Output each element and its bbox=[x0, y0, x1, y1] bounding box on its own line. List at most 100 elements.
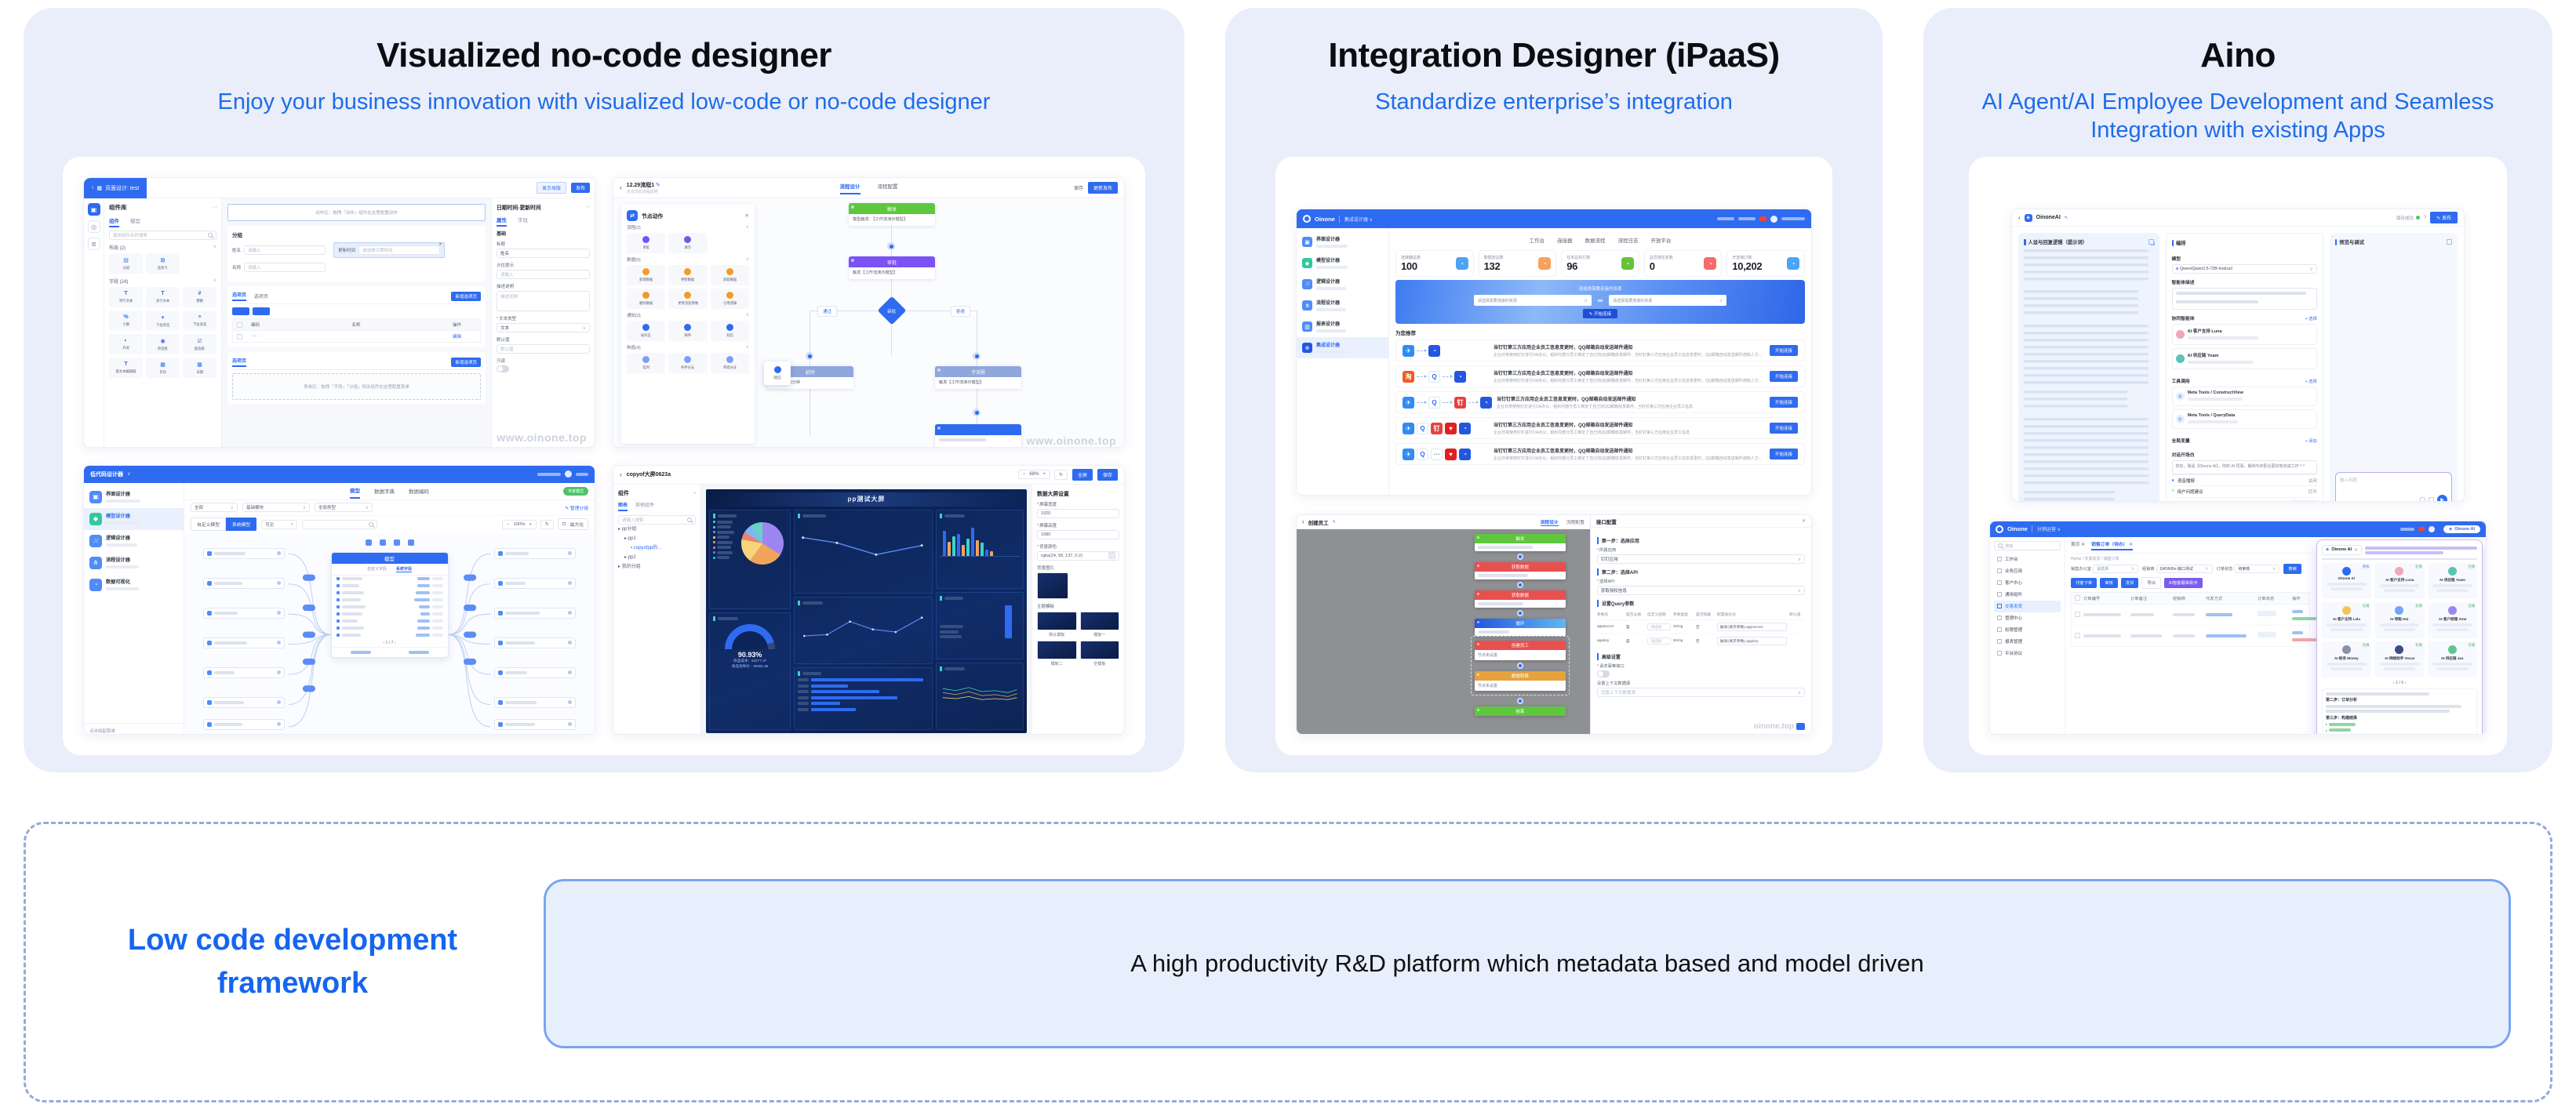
palette-node-item[interactable]: 新增数据 bbox=[627, 265, 666, 285]
prop-placeholder-input[interactable]: 请输入 bbox=[497, 270, 590, 279]
tab-model[interactable]: 模型 bbox=[350, 483, 360, 499]
subflow-node[interactable]: 子流程 触发【工作流演示模型】 bbox=[935, 366, 1021, 390]
edit-icon[interactable]: ✎ bbox=[656, 183, 660, 188]
component-item[interactable]: ▾ 下拉单选 bbox=[146, 311, 180, 331]
palette-node-item[interactable]: 条件分支 bbox=[668, 353, 708, 373]
zoom-control[interactable]: −68%+ bbox=[1017, 470, 1050, 479]
component-item[interactable]: T 多行文本 bbox=[146, 287, 180, 307]
sidebar-item-logic-designer[interactable]: ⤫逻辑设计器 bbox=[1297, 274, 1388, 295]
sidebar-item[interactable]: 通用组件 bbox=[1994, 589, 2061, 601]
add-node-connector[interactable] bbox=[806, 352, 813, 360]
color-swatch[interactable] bbox=[1108, 552, 1115, 559]
chat-input[interactable]: 输入问题 ▶ bbox=[2334, 472, 2452, 501]
custom-fn-select[interactable]: 请选择 bbox=[1646, 623, 1671, 631]
mic-icon[interactable] bbox=[2429, 497, 2434, 501]
tab-flow-config[interactable]: 流程配置 bbox=[877, 183, 898, 190]
agent-card[interactable]: 在线 AI·客户支持 Lula bbox=[2322, 601, 2372, 638]
prop-desc-textarea[interactable]: 描述说明 bbox=[497, 291, 590, 311]
add-node-connector[interactable] bbox=[1516, 698, 1523, 705]
expert-mode-badge[interactable]: 专家模式 bbox=[562, 486, 588, 496]
add-tab-button[interactable]: 新增选项页 bbox=[451, 291, 481, 301]
fields-pagination[interactable]: ‹ 1 / 7 › bbox=[383, 640, 396, 645]
theme-template-item[interactable]: 模板一 bbox=[1079, 611, 1119, 637]
form-drop-zone[interactable]: 表单区：拖拽「字段」「分组」相关组件在这里配置表单 bbox=[232, 373, 481, 400]
expression-chip[interactable]: 触发(请求参数).appkey bbox=[1716, 637, 1787, 646]
related-model-node[interactable] bbox=[203, 696, 285, 708]
palette-node-item[interactable]: 删除数据 bbox=[627, 289, 666, 309]
trash-icon[interactable] bbox=[2447, 239, 2452, 245]
add-node-connector[interactable] bbox=[973, 409, 981, 416]
filter-select-all[interactable]: 全部∨ bbox=[191, 503, 238, 512]
avatar[interactable] bbox=[1770, 215, 1777, 223]
back-icon[interactable]: ‹ bbox=[1302, 518, 1304, 526]
agent-desc-textarea[interactable] bbox=[2171, 288, 2317, 311]
ai-agent-selector[interactable]: ◈Oinone AI∨ bbox=[2322, 544, 2362, 555]
source-select[interactable]: 请选择需要连接的资源∨ bbox=[1473, 295, 1592, 306]
related-model-node[interactable] bbox=[494, 637, 576, 648]
components-rail-icon[interactable]: ▣ bbox=[87, 203, 100, 216]
agent-card[interactable]: 在线 AI·网络助手 Oscar bbox=[2374, 641, 2425, 677]
back-icon[interactable]: ‹ bbox=[620, 184, 622, 191]
sidebar-item-ui-designer[interactable]: ▣界面设计器 bbox=[84, 486, 184, 508]
zoom-control[interactable]: −100%+ bbox=[502, 519, 537, 529]
suggestion-row[interactable]: ?用户问题建议打开 bbox=[2171, 485, 2317, 497]
related-model-node[interactable] bbox=[494, 696, 576, 708]
agents-pagination[interactable]: ‹ 1 / 6 › bbox=[2392, 680, 2407, 685]
dealer-select[interactable]: DATA06x-接口测试∨ bbox=[2156, 564, 2213, 573]
workbench-tab[interactable]: 连接器 bbox=[1557, 238, 1573, 244]
model-select[interactable]: ◈ Qwen/Qwen2.5-72B-Instruct∨ bbox=[2171, 264, 2317, 274]
create-employee-node[interactable]: 创建员工节点未设置 bbox=[1474, 641, 1566, 661]
background-image-thumb[interactable] bbox=[1037, 572, 1068, 599]
related-model-node[interactable] bbox=[494, 577, 576, 589]
tab-page[interactable]: 选项页 bbox=[254, 295, 269, 300]
tree-item[interactable]: ▸ 我的分组 bbox=[618, 564, 641, 569]
checkbox[interactable] bbox=[2075, 612, 2080, 618]
sidebar-item[interactable]: 权限管理 bbox=[1994, 624, 2061, 636]
node-toolbar-icons[interactable] bbox=[365, 539, 414, 546]
tab-other-components[interactable]: 其他组件 bbox=[635, 503, 655, 508]
refresh-button[interactable]: ↻ bbox=[1053, 469, 1068, 480]
chat-result-link[interactable] bbox=[2326, 728, 2473, 732]
palette-node-item[interactable]: 获取数据 bbox=[710, 265, 749, 285]
order-action-button[interactable]: AI智能跟单助手 bbox=[2164, 577, 2203, 588]
start-connect-button[interactable]: 开始连接 bbox=[1769, 449, 1798, 459]
show-master-button[interactable]: 显示母版 bbox=[536, 182, 566, 194]
branch-reject-label[interactable]: 拒绝 bbox=[951, 306, 971, 317]
sidebar-item-flow-designer[interactable]: ⋔流程设计器 bbox=[1297, 295, 1388, 316]
sidebar-item-report-designer[interactable]: ▥报表设计器 bbox=[1297, 316, 1388, 337]
message-node[interactable]: 站内信 bbox=[935, 424, 1021, 447]
collapse-menu[interactable]: 点击收起菜单 bbox=[84, 722, 184, 735]
collapse-icon[interactable]: » bbox=[693, 490, 696, 496]
layers-rail-icon[interactable]: ≣ bbox=[87, 238, 100, 250]
agent-search-input[interactable]: 搜索智能体 bbox=[2322, 558, 2477, 560]
palette-node-item[interactable]: 填写 bbox=[668, 233, 708, 253]
add-node-connector[interactable] bbox=[1516, 610, 1523, 617]
tree-item[interactable]: ▸ pp分组 bbox=[618, 526, 637, 532]
tool-card[interactable]: ◎Meta Tools / QueryData bbox=[2171, 409, 2317, 430]
fullscreen-button[interactable]: 全屏 bbox=[1072, 468, 1093, 481]
prop-default-input[interactable]: 默认值 bbox=[497, 344, 590, 354]
checkbox[interactable] bbox=[2075, 595, 2080, 601]
approval-node[interactable]: 审批 触发【工作流演示模型】 bbox=[849, 256, 935, 280]
filter-select-module[interactable]: 基础模块∨ bbox=[242, 503, 310, 512]
end-node[interactable]: 结束 bbox=[1474, 706, 1566, 717]
sidebar-item[interactable]: 业务应用 bbox=[1994, 565, 2061, 577]
search-button[interactable]: 搜索 bbox=[2283, 563, 2301, 574]
workbench-tab[interactable]: 流程日志 bbox=[1617, 238, 1639, 244]
agent-card[interactable]: AI·客户支持 Luna bbox=[2171, 324, 2317, 346]
tab-flow-design[interactable]: 流程设计 bbox=[839, 182, 860, 194]
palette-node-item[interactable]: 引用逻辑 bbox=[710, 289, 749, 309]
agent-card[interactable]: 在线 AI·导购 Hui bbox=[2374, 601, 2425, 638]
order-row[interactable] bbox=[2071, 604, 2317, 626]
idempotent-toggle[interactable] bbox=[1596, 670, 1610, 678]
component-item[interactable]: ◉ 单选框 bbox=[146, 334, 180, 354]
start-connect-button[interactable]: 开始连接 bbox=[1769, 371, 1798, 382]
related-model-node[interactable] bbox=[203, 577, 285, 589]
component-search-input[interactable]: 请输入搜索 bbox=[618, 514, 696, 525]
model-search-input[interactable] bbox=[302, 519, 378, 529]
back-icon[interactable]: ‹ bbox=[2018, 214, 2021, 221]
screen-width-input[interactable]: 1920 bbox=[1037, 508, 1119, 518]
selected-field[interactable]: ✕ 更新时间 请选择日期时间 bbox=[333, 242, 446, 258]
save-button[interactable]: 保存 bbox=[1073, 187, 1083, 191]
tab-models[interactable]: 模型 bbox=[130, 219, 140, 224]
